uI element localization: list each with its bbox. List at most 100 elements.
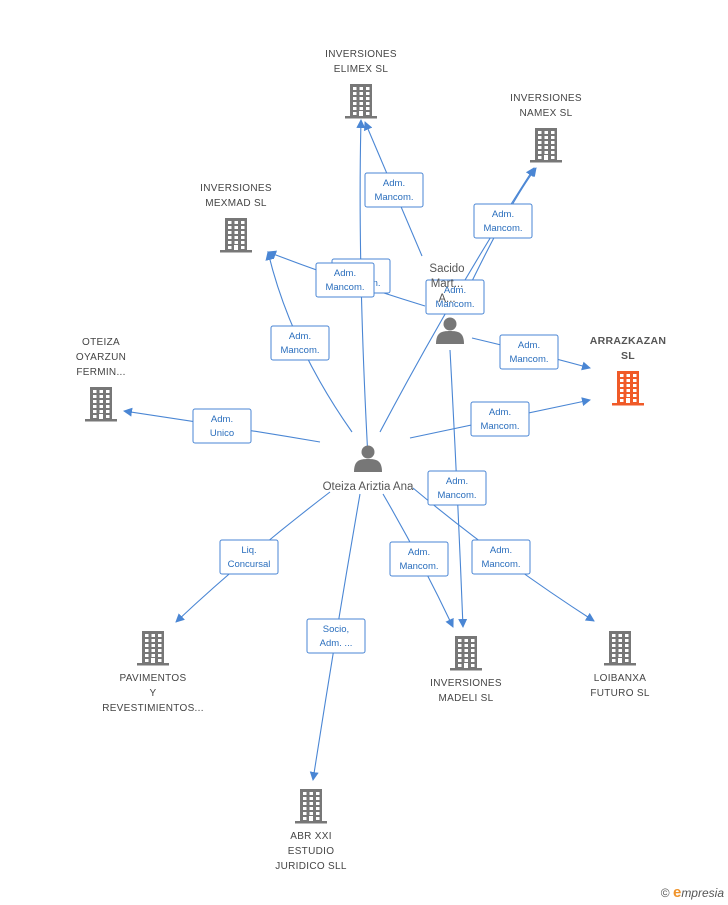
company-name: NAMEX SL <box>520 108 573 119</box>
building-icon <box>220 218 252 253</box>
edge-label-box <box>470 401 530 437</box>
building-icon <box>345 84 377 119</box>
edge-label[interactable]: Socio, Adm. ... <box>306 618 366 654</box>
company-name: INVERSIONES <box>325 49 397 60</box>
edge-label-text: Adm. <box>446 476 468 487</box>
person-icon <box>354 445 382 472</box>
edge-label[interactable]: Adm. Mancom. <box>427 470 487 506</box>
edge-label-box <box>270 325 330 361</box>
building-icon <box>450 636 482 671</box>
edge-label[interactable]: Adm. Mancom. <box>389 541 449 577</box>
company-name: ELIMEX SL <box>334 64 389 75</box>
edge-label-text: Mancom. <box>435 299 474 310</box>
company-name: JURIDICO SLL <box>275 861 347 872</box>
edge-label-text: Mancom. <box>481 559 520 570</box>
edge-label-text: Adm. <box>334 268 356 279</box>
edge-label-text: Mancom. <box>480 421 519 432</box>
building-icon <box>604 631 636 666</box>
edge-label-text: Mancom. <box>374 192 413 203</box>
edge-label[interactable]: Adm. Mancom. <box>270 325 330 361</box>
person-node-ana[interactable]: Oteiza Ariztia Ana <box>323 445 414 494</box>
edge-label-text: Mancom. <box>325 282 364 293</box>
edge-label-text: Adm. <box>289 331 311 342</box>
building-icon <box>530 128 562 163</box>
edge-label[interactable]: Adm.Mancom. <box>425 279 485 315</box>
edge-label-box <box>427 470 487 506</box>
company-name: FUTURO SL <box>590 688 650 699</box>
company-name: LOIBANXA <box>594 673 646 684</box>
company-name: PAVIMENTOS <box>120 673 187 684</box>
company-name: Y <box>150 688 157 699</box>
person-name: Sacido <box>429 263 464 275</box>
edge-label-text: Adm. <box>211 414 233 425</box>
company-node-madeli[interactable]: INVERSIONES MADELI SL <box>430 636 502 704</box>
edge-label-box <box>499 334 559 370</box>
edge-label[interactable]: Adm. Mancom. <box>470 401 530 437</box>
company-name: ESTUDIO <box>288 846 335 857</box>
edge-label-text: Liq. <box>241 545 256 556</box>
edge-label[interactable]: Liq. Concursal <box>219 539 279 575</box>
building-icon <box>137 631 169 666</box>
brand-logo-initial: e <box>672 884 682 901</box>
edge-label-text: Adm. ... <box>320 638 353 649</box>
edge-label-text: Socio, <box>323 624 349 635</box>
person-name: A... <box>438 293 455 305</box>
copyright-symbol: © <box>660 886 670 900</box>
company-name: ABR XXI <box>290 831 332 842</box>
company-name: REVESTIMIENTOS... <box>102 703 204 714</box>
company-node-arrazkazan[interactable]: ARRAZKAZAN SL <box>590 335 667 406</box>
edge-label-text: Concursal <box>228 559 271 570</box>
edge-label-text: Mancom. <box>280 345 319 356</box>
edge-label-text: Unico <box>210 428 234 439</box>
edge-label[interactable]: Adm. Mancom. <box>315 262 375 298</box>
edge-label[interactable]: Adm. Mancom. <box>499 334 559 370</box>
edge-label-text: Mancom. <box>437 490 476 501</box>
company-name: FERMIN... <box>76 367 125 378</box>
edge-label-box <box>364 172 424 208</box>
edge-label-box <box>306 618 366 654</box>
edge-label[interactable]: Adm. Mancom. <box>473 203 533 239</box>
building-icon <box>612 371 644 406</box>
company-name: INVERSIONES <box>200 183 272 194</box>
edge-labels-layer: Adm.Mancom.Adm.Mancom.Adm.UnicoAdm.Manco… <box>192 172 559 654</box>
edge-label-box <box>315 262 375 298</box>
company-node-abr[interactable]: ABR XXI ESTUDIO JURIDICO SLL <box>275 789 347 872</box>
company-name: OYARZUN <box>76 352 126 363</box>
edge-label-text: Adm. <box>489 407 511 418</box>
edge-label-text: Adm. <box>518 340 540 351</box>
edge-label-text: Adm. <box>490 545 512 556</box>
company-node-pavimentos[interactable]: PAVIMENTOS Y REVESTIMIENTOS... <box>102 631 204 714</box>
company-name: ARRAZKAZAN <box>590 335 667 347</box>
building-icon <box>85 387 117 422</box>
edge-label-box <box>192 408 252 444</box>
company-node-oteiza[interactable]: OTEIZA OYARZUN FERMIN... <box>76 337 126 422</box>
empresia-watermark[interactable]: © empresia <box>661 884 724 901</box>
company-node-loibanxa[interactable]: LOIBANXA FUTURO SL <box>590 631 650 699</box>
company-name: OTEIZA <box>82 337 120 348</box>
edge-label[interactable]: Adm. Unico <box>192 408 252 444</box>
company-node-namex[interactable]: INVERSIONES NAMEX SL <box>510 93 582 163</box>
edge-label-box <box>473 203 533 239</box>
edge-label-box <box>389 541 449 577</box>
person-icon <box>436 317 464 344</box>
edge-label[interactable]: Adm. Mancom. <box>471 539 531 575</box>
company-name: INVERSIONES <box>510 93 582 104</box>
edge-label[interactable]: Adm. Mancom. <box>364 172 424 208</box>
person-name: Mart... <box>431 278 464 290</box>
company-name: SL <box>621 350 635 362</box>
edge-label-text: Adm. <box>492 209 514 220</box>
company-name: INVERSIONES <box>430 678 502 689</box>
edge-label-text: Mancom. <box>399 561 438 572</box>
edge-label-text: Adm. <box>383 178 405 189</box>
edge-label-text: Adm. <box>408 547 430 558</box>
company-node-elimex[interactable]: INVERSIONES ELIMEX SL <box>325 49 397 119</box>
edge-label-text: Mancom. <box>509 354 548 365</box>
company-name: MADELI SL <box>439 693 494 704</box>
edge-label-box <box>471 539 531 575</box>
brand-logo-text: mpresia <box>681 886 724 900</box>
edge-label-text: Mancom. <box>483 223 522 234</box>
